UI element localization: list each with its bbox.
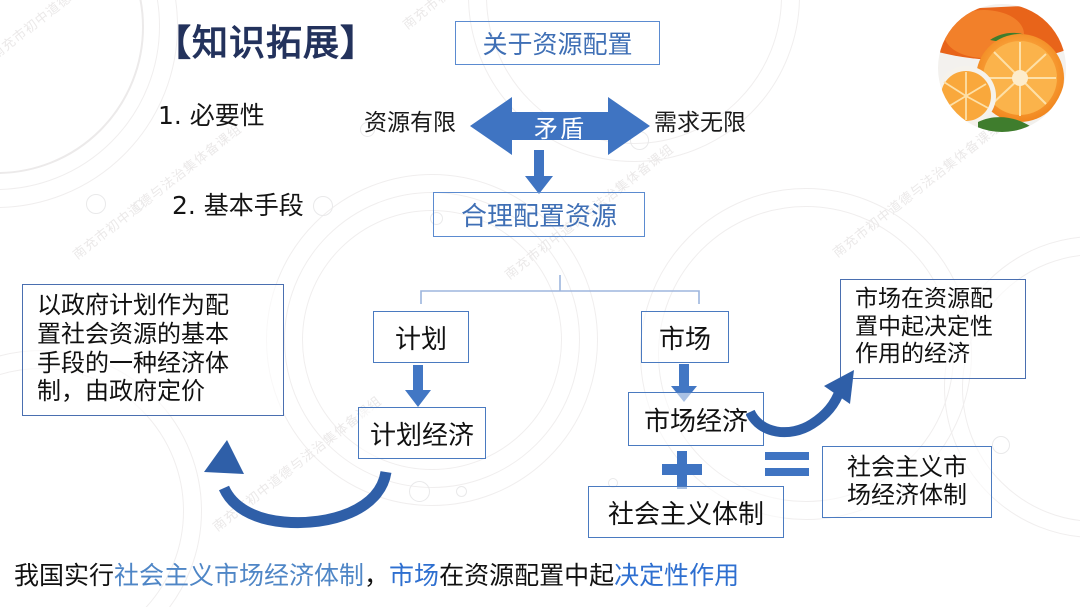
plan-definition-line: 手段的一种经济体 bbox=[37, 348, 229, 377]
watermark-text: 南充市初中道德与法治集体备课组 bbox=[0, 0, 163, 63]
box-rational-allocation: 合理配置资源 bbox=[433, 192, 645, 237]
circle-decor bbox=[134, 200, 144, 210]
list-item-basic-means: 2. 基本手段 bbox=[172, 191, 304, 220]
arrow-plan-to-plan-economy bbox=[404, 365, 432, 407]
caption-seg-plain1: 我国实行 bbox=[14, 561, 115, 590]
market-definition-line: 市场在资源配 bbox=[855, 286, 993, 312]
curved-arrow-to-plan-definition bbox=[180, 430, 410, 535]
ring-decor bbox=[0, 0, 160, 190]
page-title: 【知识拓展】 bbox=[155, 23, 378, 64]
topic-header-box: 关于资源配置 bbox=[455, 21, 660, 65]
plus-operator bbox=[662, 451, 702, 489]
curved-arrow-to-market-definition bbox=[745, 360, 874, 450]
oranges-photo bbox=[938, 4, 1066, 132]
box-result-label: 社会主义市场经济体制 bbox=[847, 453, 967, 509]
bracket-connector bbox=[420, 275, 700, 305]
plan-definition-line: 以政府计划作为配 bbox=[37, 291, 229, 319]
list-item-necessity: 1. 必要性 bbox=[158, 101, 265, 130]
caption-seg-highlight-decisive: 决定性作用 bbox=[614, 561, 740, 590]
caption-seg-highlight-system: 社会主义市场经济体制 bbox=[114, 561, 365, 590]
market-definition-line: 作用的经济 bbox=[855, 341, 970, 368]
circle-decor bbox=[409, 481, 430, 502]
plan-definition-line: 制，由政府定价 bbox=[37, 377, 205, 406]
box-market-definition: 市场在资源配 置中起决定性 作用的经济 bbox=[840, 279, 1026, 379]
circle-decor bbox=[992, 436, 1010, 454]
contradiction-double-arrow: 矛盾 bbox=[470, 95, 650, 157]
caption-seg-highlight-market: 市场 bbox=[389, 561, 440, 590]
box-plan-economy: 计划经济 bbox=[358, 407, 486, 459]
caption-seg-comma: ， bbox=[364, 561, 390, 590]
box-market-economy: 市场经济 bbox=[628, 392, 764, 446]
market-definition-line: 置中起决定性 bbox=[855, 313, 993, 340]
box-result-socialist-market-economy: 社会主义市场经济体制 bbox=[822, 446, 992, 518]
plan-definition-line: 置社会资源的基本 bbox=[37, 319, 229, 348]
equals-operator bbox=[765, 452, 809, 478]
label-unlimited-demand: 需求无限 bbox=[654, 110, 746, 136]
circle-decor bbox=[313, 196, 333, 216]
box-plan: 计划 bbox=[373, 311, 469, 363]
label-limited-resources: 资源有限 bbox=[364, 110, 456, 136]
circle-decor bbox=[456, 486, 467, 497]
caption-seg-plain2: 在资源配置中起 bbox=[439, 561, 615, 590]
arrow-down-to-allocation bbox=[524, 150, 554, 194]
circle-decor bbox=[86, 194, 106, 214]
box-socialist-system: 社会主义体制 bbox=[588, 486, 784, 538]
box-plan-definition: 以政府计划作为配 置社会资源的基本 手段的一种经济体 制，由政府定价 bbox=[22, 284, 284, 416]
ring-decor bbox=[0, 0, 178, 208]
box-market: 市场 bbox=[641, 311, 729, 363]
bottom-caption: 我国实行社会主义市场经济体制，市场在资源配置中起决定性作用 bbox=[14, 556, 739, 592]
ring-decor bbox=[0, 0, 144, 174]
watermark-text: 南充市初中道德与法治集体备课组 bbox=[830, 119, 1006, 261]
